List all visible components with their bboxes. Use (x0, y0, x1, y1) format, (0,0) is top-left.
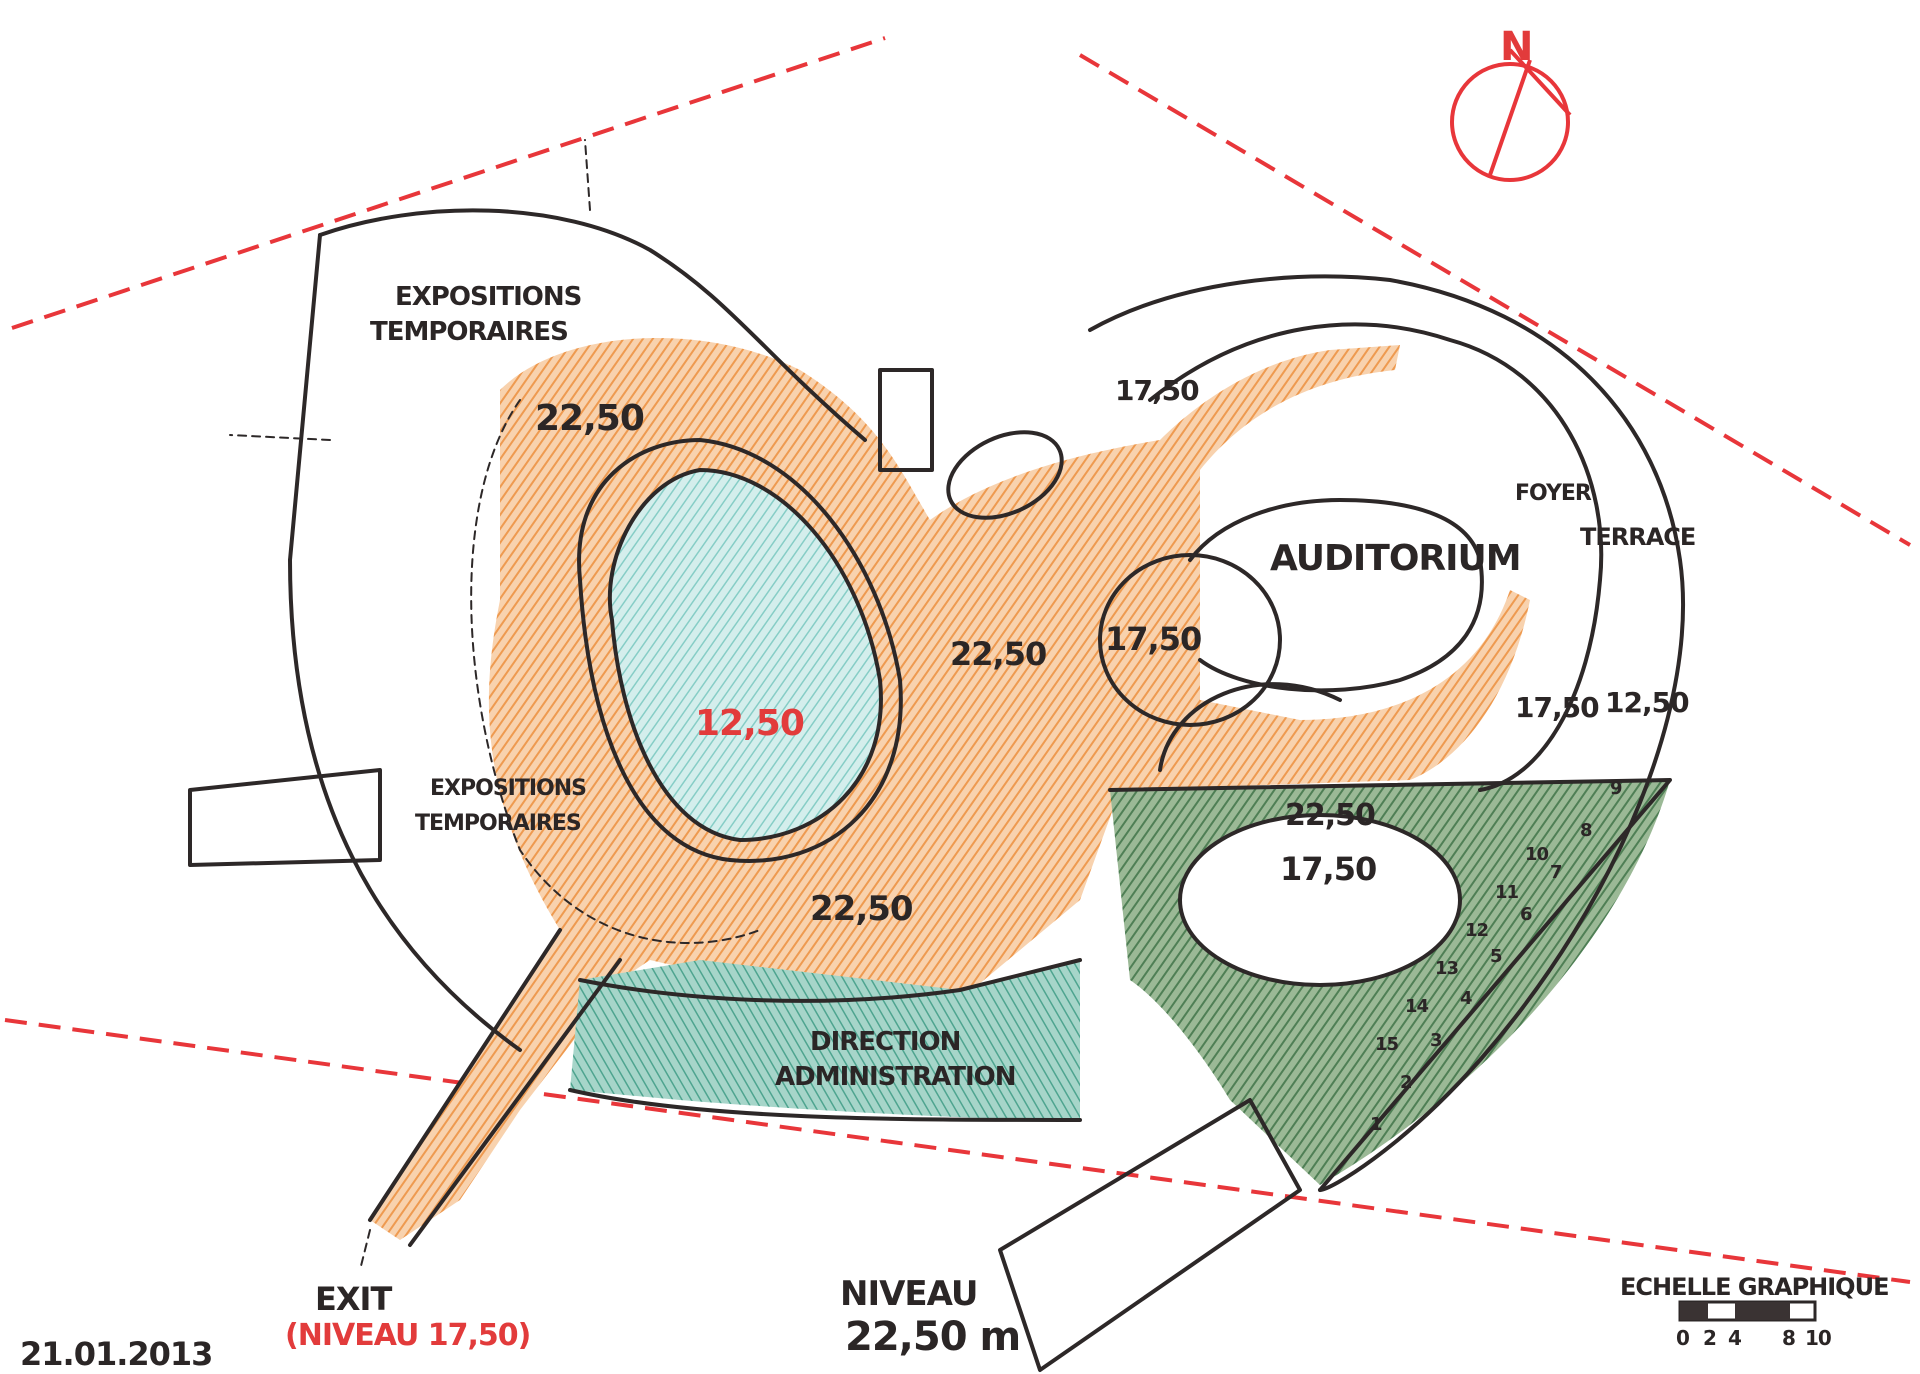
seat-row-number: 11 (1495, 882, 1519, 903)
label-direction: DIRECTION (810, 1027, 960, 1057)
niveau-value: 22,50 m (845, 1314, 1020, 1360)
label-expositions-top-1: EXPOSITIONS (395, 282, 581, 312)
level-top-right: 17,50 (1115, 374, 1199, 407)
room-labels: EXPOSITIONS TEMPORAIRES EXPOSITIONS TEMP… (370, 282, 1696, 1092)
scale-tick: 2 (1703, 1326, 1716, 1350)
seat-row-number: 4 (1460, 988, 1472, 1009)
north-arrow (1450, 48, 1572, 182)
level-lower-room: 17,50 (1280, 850, 1376, 888)
seat-row-number: 7 (1550, 862, 1562, 883)
label-auditorium: AUDITORIUM (1270, 538, 1521, 579)
site-boundary (4, 36, 1912, 1284)
niveau-label: NIVEAU (840, 1274, 978, 1314)
seat-row-number: 3 (1430, 1030, 1442, 1051)
scale-bar: ECHELLE GRAPHIQUE 0 2 4 8 10 (1620, 1273, 1889, 1350)
scale-tick: 8 (1782, 1326, 1795, 1350)
label-expositions-left-2: TEMPORAIRES (415, 811, 581, 836)
label-administration: ADMINISTRATION (775, 1062, 1016, 1092)
drawing-date: 21.01.2013 (20, 1335, 212, 1373)
level-lower-center: 22,50 (1285, 798, 1375, 833)
seat-row-number: 6 (1520, 904, 1532, 925)
seat-row-number: 5 (1490, 946, 1502, 967)
seat-row-number: 9 (1610, 778, 1622, 799)
level-round-room: 17,50 (1105, 620, 1201, 658)
north-label: N (1500, 24, 1532, 70)
pool (609, 470, 881, 840)
level-atrium-upper: 22,50 (535, 398, 644, 439)
label-expositions-left-1: EXPOSITIONS (430, 776, 586, 801)
label-foyer: FOYER (1515, 481, 1592, 506)
seat-row-number: 1 (1370, 1114, 1382, 1135)
level-lower-left: 22,50 (810, 889, 913, 929)
level-center: 22,50 (950, 635, 1046, 673)
seat-row-number: 15 (1375, 1034, 1399, 1055)
level-right-2: 12,50 (1605, 686, 1689, 719)
seat-row-number: 13 (1435, 958, 1459, 979)
scale-tick: 10 (1805, 1326, 1831, 1350)
seat-row-number: 8 (1580, 820, 1592, 841)
exit-label: EXIT (315, 1280, 392, 1318)
label-terrace: TERRACE (1580, 523, 1695, 551)
seat-row-number: 2 (1400, 1072, 1412, 1093)
scale-tick: 4 (1728, 1326, 1741, 1350)
scale-title: ECHELLE GRAPHIQUE (1620, 1273, 1888, 1301)
label-expositions-top-2: TEMPORAIRES (370, 317, 568, 347)
seat-row-number: 12 (1465, 920, 1488, 941)
level-labels: 22,50 12,50 22,50 17,50 17,50 17,50 12,5… (535, 374, 1690, 929)
building-outline (188, 208, 1685, 1372)
lower-room (1180, 815, 1460, 985)
scale-tick: 0 (1676, 1326, 1689, 1350)
level-right-1: 17,50 (1515, 691, 1599, 724)
garden-green (570, 960, 1080, 1120)
level-pool: 12,50 (695, 703, 804, 744)
dashed-lines (229, 139, 761, 1271)
seat-row-number: 10 (1525, 844, 1549, 865)
exit-level: (NIVEAU 17,50) (285, 1318, 530, 1353)
seat-row-number: 14 (1405, 996, 1429, 1017)
